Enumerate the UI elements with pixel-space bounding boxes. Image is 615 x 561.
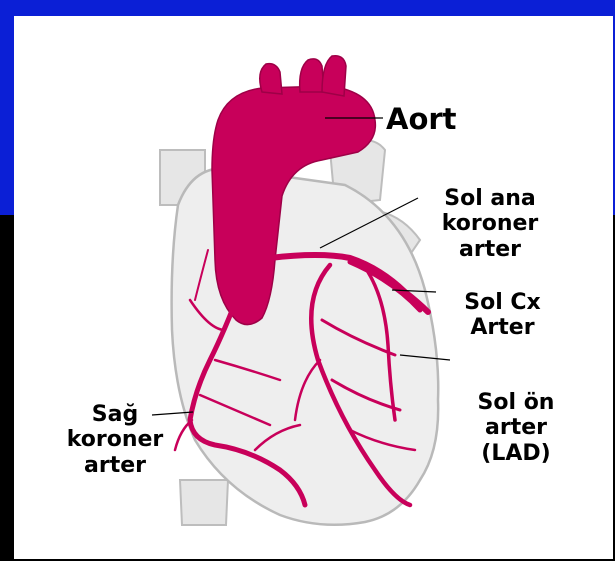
label-aort: Aort [386, 103, 457, 136]
label-line: koroner [40, 427, 190, 452]
label-line: Sol ön [456, 390, 576, 415]
label-line: (LAD) [456, 441, 576, 466]
label-line: arter [420, 237, 560, 262]
label-left-main-coronary: Sol ana koroner arter [420, 186, 560, 262]
label-line: arter [456, 415, 576, 440]
label-lad-artery: Sol ön arter (LAD) [456, 390, 576, 466]
label-circumflex-artery: Sol Cx Arter [440, 290, 565, 341]
label-line: koroner [420, 211, 560, 236]
label-line: arter [40, 453, 190, 478]
label-line: Sağ [40, 402, 190, 427]
label-right-coronary-artery: Sağ koroner arter [40, 402, 190, 478]
label-line: Arter [440, 315, 565, 340]
label-line: Sol Cx [440, 290, 565, 315]
label-line: Sol ana [420, 186, 560, 211]
